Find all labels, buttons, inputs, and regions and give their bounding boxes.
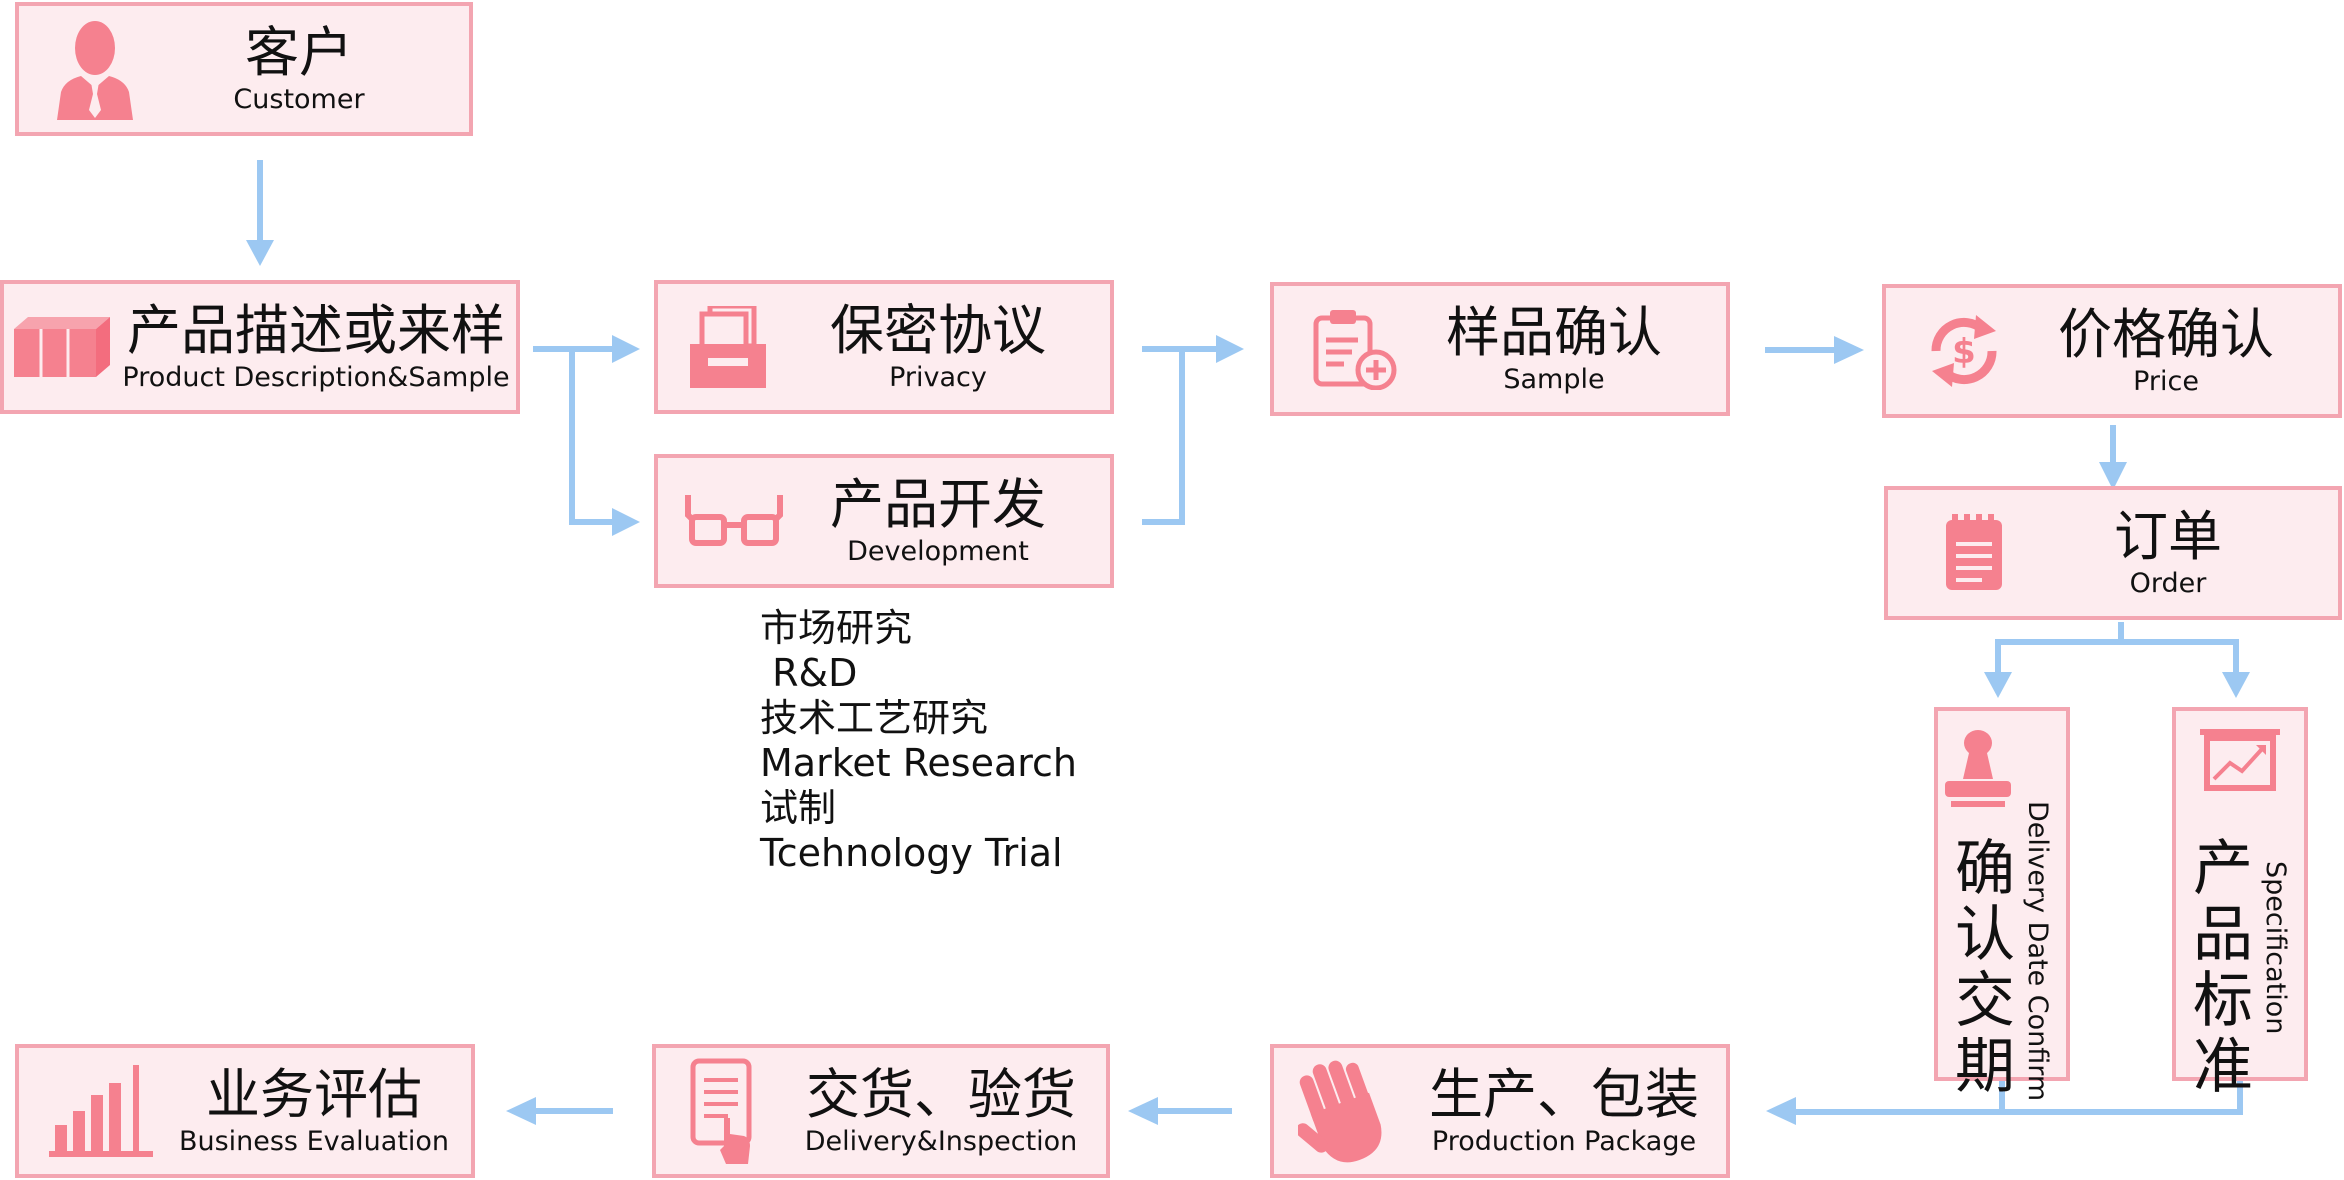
refresh-dollar-icon: $ [1924,311,2004,391]
node-order: 订单 Order [1884,486,2342,620]
node-delivery-date-confirm: 确认交期 Delivery Date Confirm [1934,707,2070,1101]
node-business-evaluation-subtitle: Business Evaluation [178,1126,450,1157]
node-delivery-inspection-subtitle: Delivery&Inspection [804,1126,1078,1157]
printer-icon [688,306,768,388]
stamp-icon [1943,729,2013,813]
bar-chart-icon [49,1065,153,1157]
node-product-description-title: 产品描述或来样 [127,299,505,362]
note-item: Tcehnology Trial [760,831,1063,875]
glove-icon [1298,1057,1398,1165]
node-price-title: 价格确认 [2058,303,2274,366]
node-customer-subtitle: Customer [233,84,365,115]
svg-text:$: $ [1952,332,1976,372]
chart-board-icon [2200,729,2280,799]
arrow-description-branch [533,346,618,525]
box-icon [14,317,110,377]
node-production-package: 生产、包装 Production Package [1270,1044,1730,1178]
note-item: R&D [760,651,858,695]
node-specification-title: 产品标准 [2193,834,2253,1102]
arrow-merge-bracket [1142,346,1185,525]
node-development-title: 产品开发 [830,473,1046,536]
node-product-description: 产品描述或来样 Product Description&Sample [0,280,520,414]
node-privacy-subtitle: Privacy [889,362,987,393]
node-business-evaluation: 业务评估 Business Evaluation [15,1044,475,1178]
node-production-package-subtitle: Production Package [1431,1126,1697,1157]
node-privacy: 保密协议 Privacy [654,280,1114,414]
node-price: $ 价格确认 Price [1882,284,2342,418]
note-item: 技术工艺研究 [760,696,989,740]
clipboard-icon [1312,308,1398,390]
node-business-evaluation-title: 业务评估 [206,1063,422,1126]
node-order-subtitle: Order [2129,568,2207,599]
node-customer: 客户 Customer [15,2,473,136]
node-sample-subtitle: Sample [1503,364,1605,395]
node-sample-title: 样品确认 [1446,301,1662,364]
node-price-subtitle: Price [2133,366,2199,397]
note-item: 市场研究 [760,606,913,650]
node-production-package-title: 生产、包装 [1429,1063,1699,1126]
node-order-title: 订单 [2114,505,2222,568]
node-customer-title: 客户 [245,21,353,84]
node-specification: 产品标准 Specification [2172,707,2308,1100]
arrow-order-to-delivery-date [1995,622,2124,680]
arrow-specification-to-production [2002,1081,2243,1115]
note-item: 试制 [760,786,837,830]
document-hand-icon [690,1058,756,1164]
node-delivery-inspection: 交货、验货 Delivery&Inspection [652,1044,1110,1178]
node-privacy-title: 保密协议 [830,299,1046,362]
node-specification-subtitle: Specification [2260,861,2291,1035]
node-development: 产品开发 Development [654,454,1114,588]
node-delivery-date-confirm-title: 确认交期 [1955,834,2015,1102]
notepad-icon [1944,514,2004,592]
node-delivery-date-confirm-subtitle: Delivery Date Confirm [2022,801,2053,1102]
arrow-order-to-specification [2121,639,2239,680]
development-notes: 市场研究 R&D 技术工艺研究 Market Research 试制 Tcehn… [760,606,1077,876]
glasses-icon [684,493,784,549]
note-item: Market Research [760,741,1078,785]
node-development-subtitle: Development [847,536,1029,567]
node-delivery-inspection-title: 交货、验货 [806,1063,1076,1126]
node-sample: 样品确认 Sample [1270,282,1730,416]
node-product-description-subtitle: Product Description&Sample [122,362,510,393]
person-icon [53,18,137,120]
